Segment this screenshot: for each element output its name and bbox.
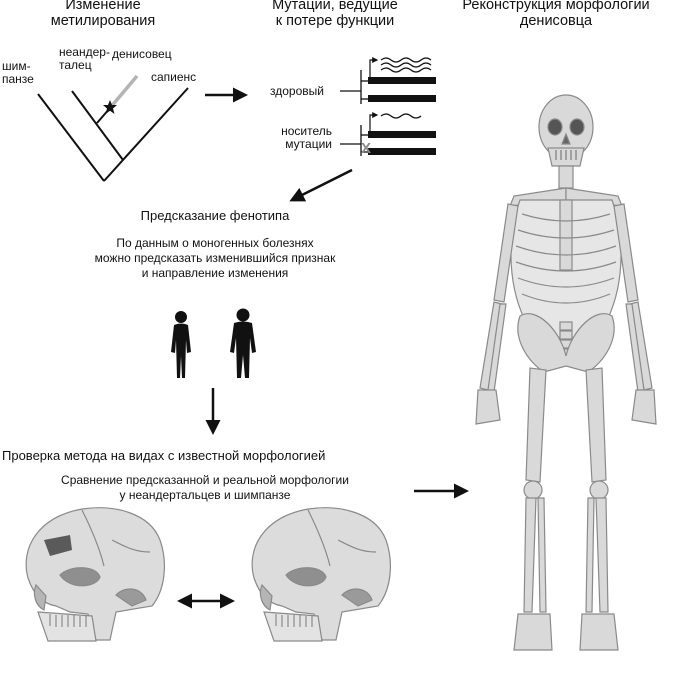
human-silhouette-icon: [171, 311, 191, 378]
denisovan-branch: [108, 74, 139, 110]
label-neanderthal: неандер- талец: [59, 45, 110, 73]
arrow-down-left-icon: [289, 168, 353, 202]
reconstruction-title: Реконструкция морфологии денисовца: [462, 0, 650, 30]
methylation-title: Изменение метилирования: [50, 0, 156, 30]
label-denisovan: денисовец: [112, 47, 172, 61]
label-healthy: здоровый: [270, 84, 324, 98]
carrier-gene-diagram: [340, 112, 436, 156]
prediction-title: Предсказание фенотипа: [140, 208, 290, 223]
skeleton-illustration: [475, 94, 657, 651]
human-silhouette-icon: [230, 308, 256, 378]
verification-description: Сравнение предсказанной и реальной морфо…: [61, 473, 349, 502]
healthy-gene-diagram: [340, 57, 436, 104]
label-carrier: носитель мутации: [281, 124, 332, 152]
predicted-skull-icon: [25, 507, 165, 642]
real-skull-icon: [251, 507, 391, 642]
label-sapiens: сапиенс: [151, 70, 197, 84]
mutations-title: Мутации, ведущие к потере функции: [272, 0, 398, 30]
verification-title: Проверка метода на видах с известной мор…: [2, 448, 326, 463]
star-icon: [103, 100, 117, 114]
mutation-cross-icon: X: [361, 140, 372, 157]
phylogenetic-tree: [37, 87, 189, 182]
label-chimp: шим- панзе: [2, 59, 34, 87]
prediction-description: По данным о моногенных болезнях можно пр…: [94, 236, 336, 280]
